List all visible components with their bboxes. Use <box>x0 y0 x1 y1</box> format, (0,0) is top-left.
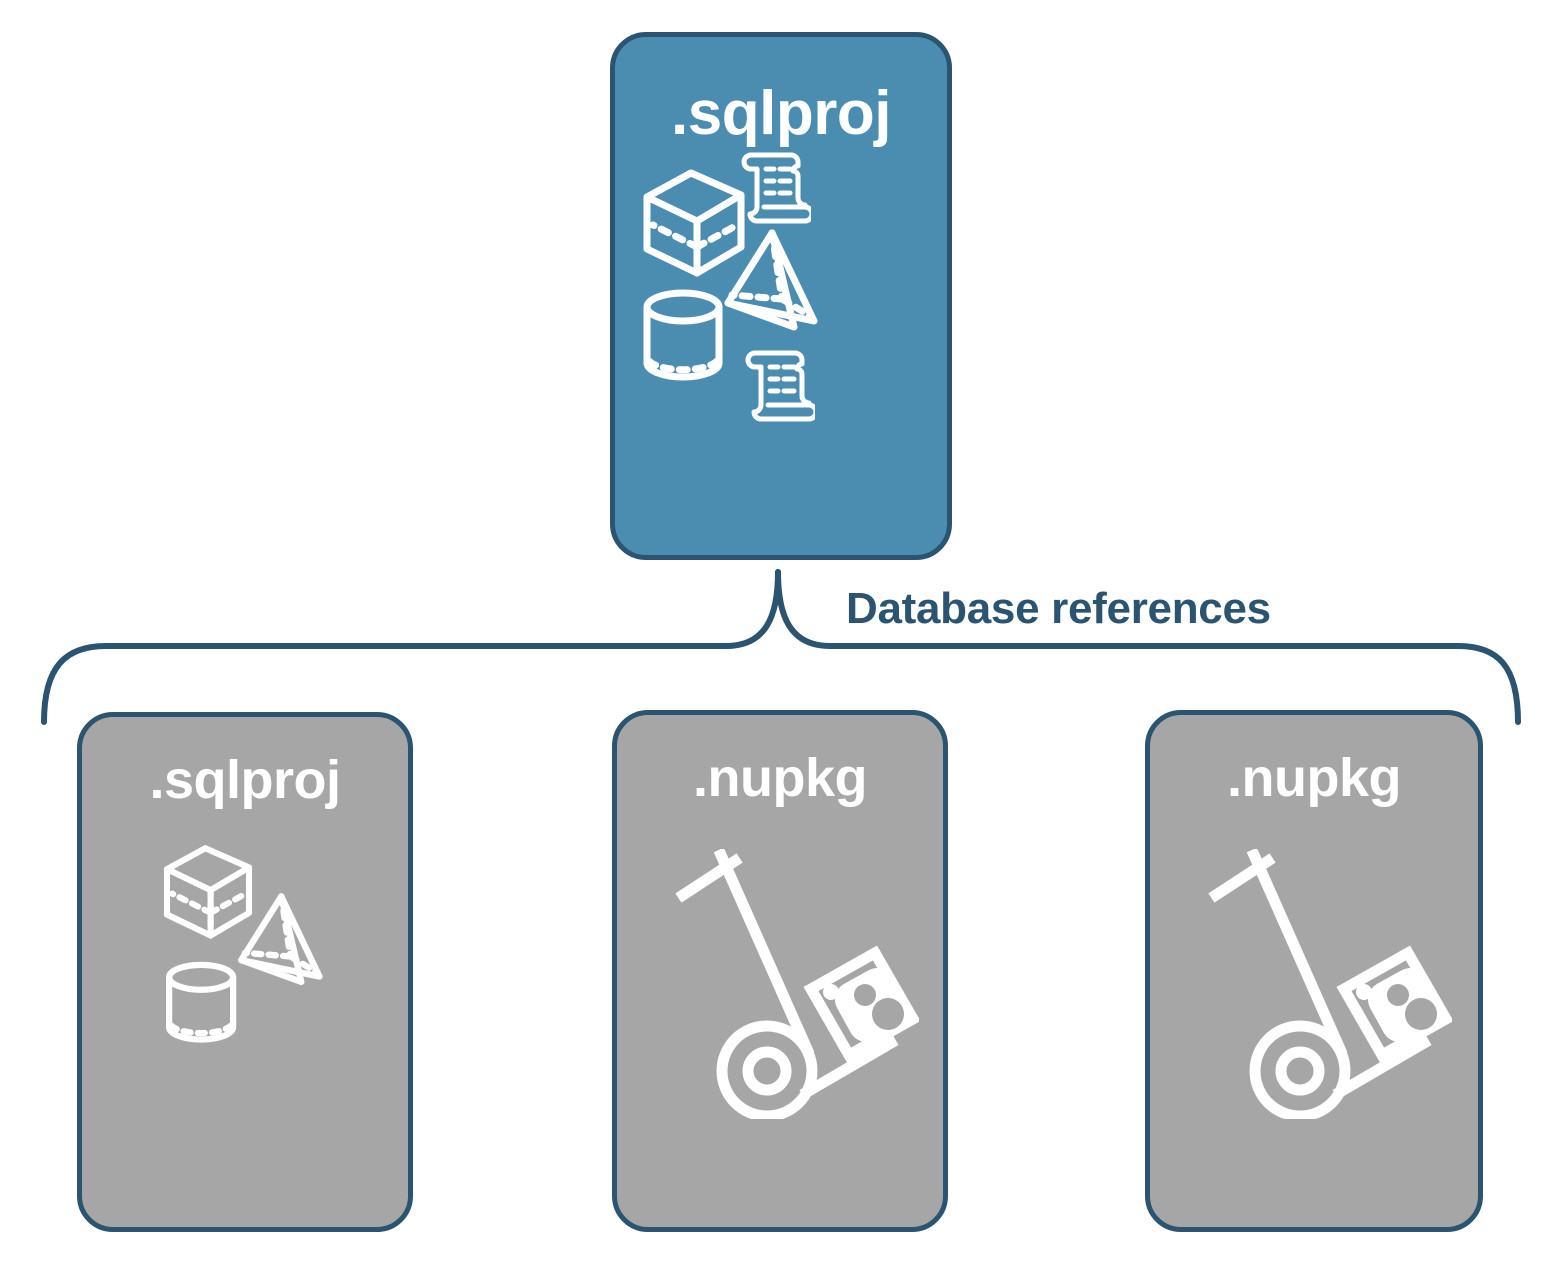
cube-icon <box>163 845 253 939</box>
reference-node-icon-area <box>617 805 943 1227</box>
cube-icon <box>643 169 745 277</box>
root-node-sqlproj[interactable]: .sqlproj <box>610 32 952 560</box>
scroll-icon <box>741 152 811 224</box>
root-node-icon-area <box>615 145 947 555</box>
reference-node-label: .nupkg <box>693 748 867 808</box>
reference-node-label: .nupkg <box>1227 748 1401 808</box>
hand-truck-package-icon <box>1208 849 1452 1119</box>
cylinder-icon <box>643 289 723 381</box>
pyramid-icon <box>724 229 818 331</box>
reference-node-icon-area <box>1150 805 1478 1227</box>
scroll-icon <box>745 350 815 422</box>
connector-label: Database references <box>846 584 1271 633</box>
reference-node-icon-area <box>82 807 408 1227</box>
pyramid-icon <box>238 893 323 986</box>
reference-node-label: .sqlproj <box>149 750 341 810</box>
reference-node-nupkg-2[interactable]: .nupkg <box>1145 710 1483 1232</box>
root-node-label: .sqlproj <box>671 79 891 148</box>
reference-node-sqlproj[interactable]: .sqlproj <box>77 712 413 1232</box>
reference-node-nupkg-1[interactable]: .nupkg <box>612 710 948 1232</box>
cylinder-icon <box>166 961 237 1043</box>
hand-truck-package-icon <box>675 849 919 1119</box>
